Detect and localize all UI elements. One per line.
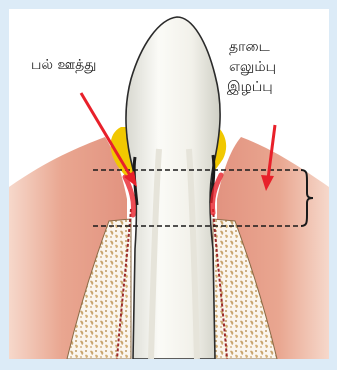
bone-loss-label-line-1: தாடை bbox=[211, 37, 276, 57]
diagram-panel: பல் ஊத்து தாடை எலும்பு இழப்பு bbox=[9, 9, 329, 359]
tooth bbox=[126, 17, 220, 359]
plaque-label: பல் ஊத்து bbox=[31, 55, 96, 75]
bone-loss-label: தாடை எலும்பு இழப்பு bbox=[211, 37, 276, 97]
bone-loss-label-line-3: இழப்பு bbox=[211, 77, 276, 97]
bone-loss-label-line-2: எலும்பு bbox=[211, 57, 276, 77]
